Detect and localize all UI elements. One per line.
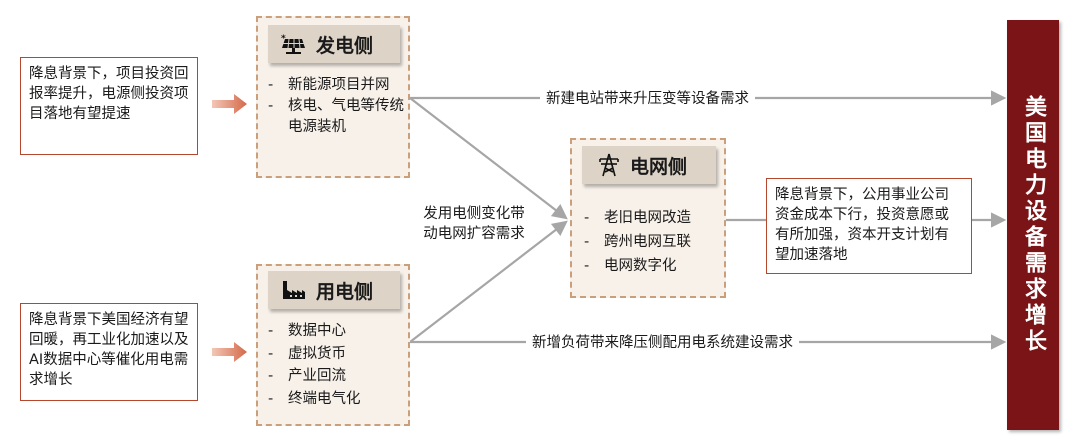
arrow-supply-to-grid	[409, 97, 568, 220]
svg-text:*: *	[281, 34, 286, 44]
factory-icon	[282, 279, 306, 301]
demand-item: 产业回流	[268, 365, 408, 388]
supply-item: 核电、气电等传统电源装机	[268, 96, 408, 138]
transmission-tower-icon	[598, 153, 620, 177]
arrow-demand-to-grid	[409, 220, 568, 343]
grid-side-list: 老旧电网改造 跨州电网互联 电网数字化	[584, 206, 724, 278]
demand-item: 虚拟货币	[268, 343, 408, 366]
grid-side-title: 电网侧	[630, 155, 688, 178]
demand-item: 终端电气化	[268, 388, 408, 411]
solar-panel-icon: *	[280, 33, 306, 55]
grid-item: 跨州电网互联	[584, 230, 724, 254]
supply-side-header: * 发电侧	[268, 25, 400, 63]
grid-side-header: 电网侧	[582, 146, 716, 184]
edge-label-middle: 发用电侧变化带动电网扩容需求	[418, 204, 530, 244]
result-bar: 美国电力设备需求增长	[1007, 20, 1059, 430]
note-grid-driver: 降息背景下，公用事业公司资金成本下行，投资意愿或有所加强，资本开支计划有望加速落…	[766, 178, 972, 274]
supply-item: 新能源项目并网	[268, 75, 408, 96]
edge-label-demand-to-result: 新增负荷带来降压侧配用电系统建设需求	[526, 331, 799, 352]
supply-side-list: 新能源项目并网 核电、气电等传统电源装机	[268, 75, 408, 138]
input-arrow-bottom	[212, 342, 247, 362]
note-demand-driver: 降息背景下美国经济有望回暖，再工业化加速以及AI数据中心等催化用电需求增长	[20, 303, 198, 401]
grid-item: 老旧电网改造	[584, 206, 724, 230]
input-arrow-top	[212, 94, 247, 114]
demand-item: 数据中心	[268, 320, 408, 343]
demand-side-list: 数据中心 虚拟货币 产业回流 终端电气化	[268, 320, 408, 410]
demand-side-title: 用电侧	[316, 280, 374, 303]
grid-item: 电网数字化	[584, 254, 724, 278]
edge-label-supply-to-result: 新建电站带来升压变等设备需求	[540, 87, 755, 108]
supply-side-title: 发电侧	[316, 34, 374, 57]
demand-side-header: 用电侧	[268, 271, 400, 309]
note-supply-driver: 降息背景下，项目投资回报率提升，电源侧投资项目落地有望提速	[20, 57, 198, 155]
